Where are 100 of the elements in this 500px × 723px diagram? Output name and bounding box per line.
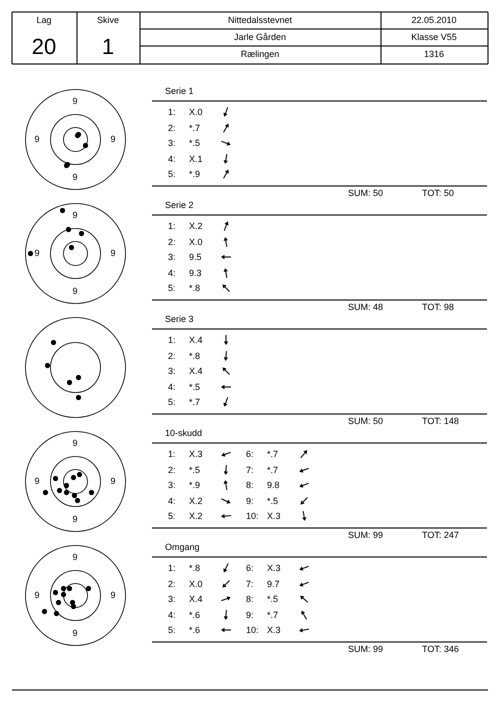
shot-score: X.0 (189, 578, 203, 590)
target-number: 1 (102, 35, 114, 59)
shot-number: 7: (246, 578, 254, 590)
shot-score: *.7 (267, 610, 278, 620)
ring-number: 9 (72, 628, 78, 639)
total-text: TOT: 50 (422, 188, 454, 199)
ring-number: 9 (72, 96, 78, 107)
shot-score: 9.8 (267, 480, 280, 491)
total-text: TOT: 98 (422, 302, 454, 313)
shot-score: *.5 (267, 594, 278, 605)
shot-score: *.6 (189, 625, 200, 636)
series-heading: Serie 3 (165, 314, 194, 325)
ring-number: 9 (110, 590, 116, 601)
shot-score: 9.3 (189, 268, 202, 278)
ring-number: 9 (72, 552, 78, 563)
ring-number: 9 (72, 514, 78, 525)
shot-number: 9: (246, 610, 254, 620)
shot-number: 2: (168, 578, 176, 590)
total-text: TOT: 247 (422, 530, 459, 541)
ring-number: 9 (110, 134, 116, 145)
ring-number: 9 (34, 248, 40, 259)
total-text: TOT: 148 (422, 416, 459, 427)
shot-score: *.7 (189, 397, 200, 408)
ring-number: 9 (110, 476, 116, 487)
shot-number: 10: (246, 625, 259, 636)
shot-number: 2: (168, 464, 176, 476)
shot-number: 5: (168, 283, 176, 294)
shot-number: 5: (168, 511, 176, 522)
shot-number: 1: (168, 221, 176, 232)
date-text: 22.05.2010 (411, 15, 457, 26)
shot-score: *.5 (189, 464, 200, 476)
ring-number: 9 (72, 172, 78, 183)
shot-number: 3: (168, 366, 176, 377)
series-heading: Serie 2 (165, 200, 194, 211)
shot-score: *.7 (189, 122, 200, 134)
shot-number: 5: (168, 625, 176, 636)
shot-number: 9: (246, 496, 254, 506)
shot-score: X.2 (189, 221, 203, 232)
shot-score: X.0 (189, 236, 203, 248)
shot-number: 2: (168, 350, 176, 362)
shot-number: 1: (168, 107, 176, 118)
shot-number: 3: (168, 138, 176, 149)
shot-score: X.4 (189, 594, 203, 605)
shot-number: 3: (168, 480, 176, 491)
shot-score: X.0 (189, 107, 203, 118)
shot-number: 4: (168, 382, 176, 392)
sum-text: SUM: 48 (348, 302, 384, 313)
shot-score: *.5 (267, 496, 278, 506)
shot-score: *.7 (267, 464, 278, 476)
ring-number: 9 (72, 210, 78, 221)
event-name: Nittedalsstevnet (228, 15, 292, 26)
shot-number: 3: (168, 594, 176, 605)
shot-number: 6: (246, 449, 254, 460)
shot-number: 1: (168, 335, 176, 346)
shot-score: *.9 (189, 169, 200, 180)
shot-number: 8: (246, 594, 254, 605)
shot-score: *.7 (267, 449, 278, 460)
shot-score: *.8 (189, 350, 200, 362)
club-name: Rælingen (240, 49, 280, 60)
shot-score: X.2 (189, 496, 203, 506)
shot-score: *.5 (189, 138, 200, 149)
column-heading: Skive (97, 15, 119, 26)
shot-number: 4: (168, 268, 176, 278)
shot-number: 5: (168, 169, 176, 180)
shot-score: *.5 (189, 382, 200, 392)
class-text: Klasse V55 (411, 32, 457, 43)
ring-number: 9 (34, 590, 40, 601)
ring-number: 9 (110, 248, 116, 259)
shot-score: X.1 (189, 154, 203, 164)
shot-number: 1: (168, 563, 176, 574)
series-heading: Serie 1 (165, 86, 194, 97)
shot-number: 2: (168, 236, 176, 248)
shot-number: 4: (168, 496, 176, 506)
ring-number: 9 (72, 286, 78, 297)
sum-text: SUM: 99 (348, 644, 384, 655)
shot-score: *.9 (189, 480, 200, 491)
shot-score: 9.7 (267, 578, 280, 590)
shot-number: 4: (168, 610, 176, 620)
shot-number: 10: (246, 511, 259, 522)
series-heading: Omgang (165, 542, 200, 553)
team-number: 20 (32, 35, 56, 59)
column-heading: Lag (36, 15, 52, 26)
shot-number: 4: (168, 154, 176, 164)
shot-number: 3: (168, 252, 176, 263)
shot-score: X.2 (189, 511, 203, 522)
sum-text: SUM: 99 (348, 530, 384, 541)
shot-score: *.6 (189, 610, 200, 620)
ring-number: 9 (34, 134, 40, 145)
sum-text: SUM: 50 (348, 416, 384, 427)
sum-text: SUM: 50 (348, 188, 384, 199)
shot-score: X.3 (189, 449, 203, 460)
shot-number: 8: (246, 480, 254, 491)
ring-number: 9 (72, 438, 78, 449)
total-text: TOT: 346 (422, 644, 459, 655)
shot-score: X.4 (189, 335, 203, 346)
shooter-name: Jarle Gården (234, 32, 286, 43)
shot-number: 2: (168, 122, 176, 134)
start-number: 1316 (424, 49, 444, 60)
shot-score: *.8 (189, 563, 200, 574)
shot-number: 6: (246, 563, 254, 574)
